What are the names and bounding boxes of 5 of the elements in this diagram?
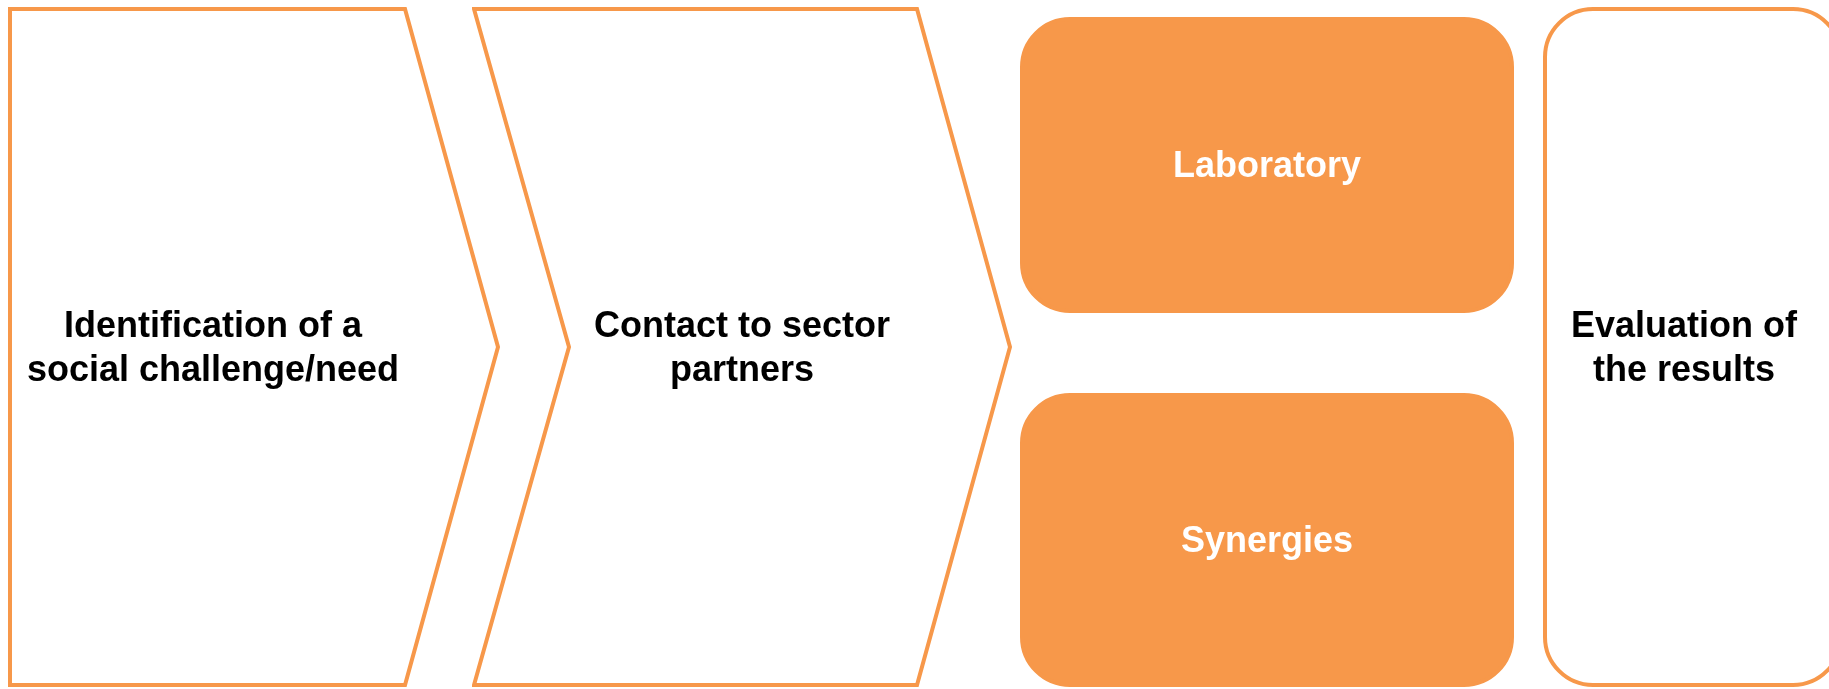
- step-label: Synergies: [1179, 518, 1355, 562]
- step-label: Evaluation of the results: [1570, 303, 1798, 391]
- step-label: Identification of a social challenge/need: [25, 303, 401, 391]
- step-label: Contact to sector partners: [592, 303, 891, 391]
- step-label: Laboratory: [1171, 143, 1362, 187]
